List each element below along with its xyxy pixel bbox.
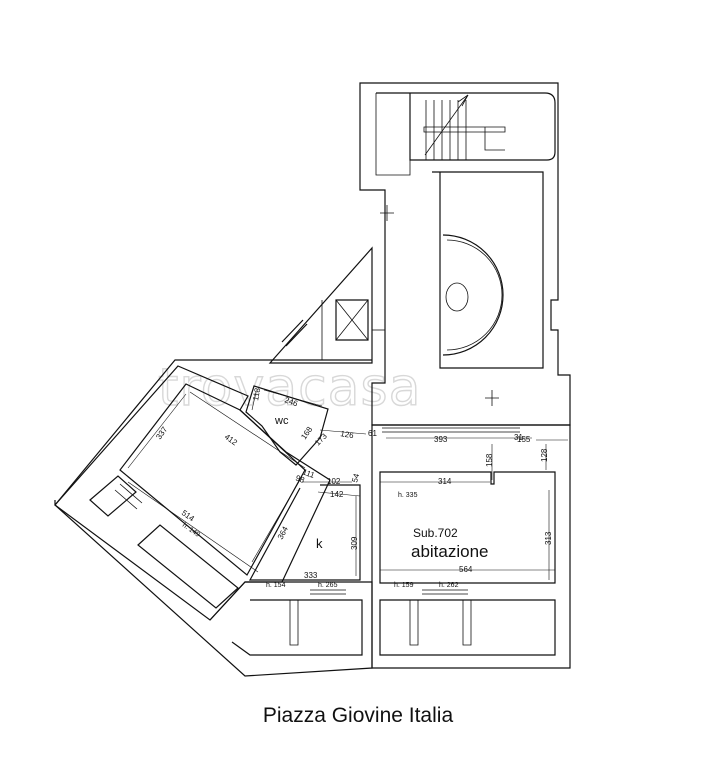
dim-168: 168 (299, 425, 314, 442)
address-caption: Piazza Giovine Italia (262, 704, 454, 727)
dim-142: 142 (330, 490, 344, 499)
lower-service-rooms (54, 359, 373, 677)
dim-314: 314 (438, 477, 452, 486)
height-265: h. 265 (318, 582, 338, 589)
dim-364: 364 (276, 524, 290, 540)
dim-412: 412 (223, 432, 240, 447)
dim-126: 126 (340, 429, 355, 440)
stair-tower (359, 82, 571, 426)
dim-54: 54 (350, 472, 361, 483)
dim-173: 173 (313, 431, 329, 447)
wc-label: wc (274, 415, 289, 427)
dim-337: 337 (154, 425, 169, 442)
watermark-text: trovacasa (158, 358, 422, 418)
height-154: h. 154 (266, 582, 286, 589)
dim-309: 309 (350, 536, 359, 550)
dim-111: 111 (301, 467, 316, 480)
dimension-lines (127, 389, 568, 581)
dim-98: 98 (294, 473, 306, 485)
elevator-shaft (268, 246, 373, 364)
dim-128: 128 (540, 448, 549, 462)
dim-118: 118 (251, 387, 262, 402)
dim-333: 333 (304, 571, 318, 580)
dim-102: 102 (327, 477, 341, 486)
kitchen-label: k (316, 536, 323, 551)
dim-313: 313 (544, 531, 553, 545)
dim-158: 158 (485, 453, 494, 467)
dim-393: 393 (434, 435, 448, 444)
height-149: h. 149 (181, 522, 201, 539)
height-262: h. 262 (439, 582, 459, 589)
unit-id-label: Sub.702 (413, 526, 458, 540)
dim-155: 155 (517, 435, 531, 444)
kitchen-room: k (248, 484, 361, 581)
unit-use-label: abitazione (411, 542, 489, 561)
dim-246: 246 (283, 395, 299, 408)
living-room (54, 365, 331, 621)
dim-564: 564 (459, 565, 473, 574)
dim-61: 61 (368, 429, 377, 438)
height-159: h. 159 (394, 582, 414, 589)
dim-31: 31 (514, 433, 523, 442)
height-335: h. 335 (398, 492, 418, 499)
wc-room: wc (245, 385, 329, 466)
